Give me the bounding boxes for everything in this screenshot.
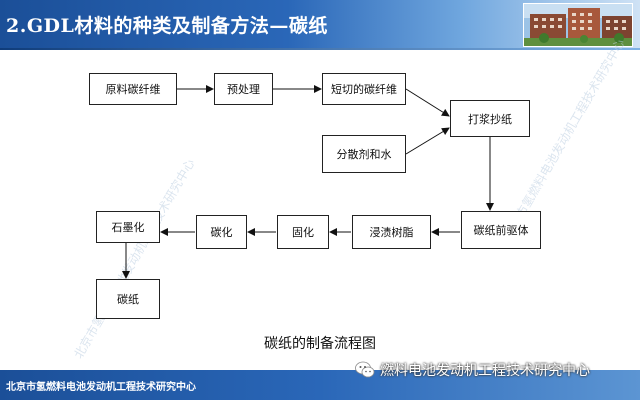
- node-chopped-carbon-fiber: 短切的碳纤维: [322, 73, 406, 105]
- node-dispersant-water: 分散剂和水: [322, 135, 406, 173]
- footer-organization: 北京市氢燃料电池发动机工程技术研究中心: [6, 382, 196, 393]
- footer-bar: 北京市氢燃料电池发动机工程技术研究中心: [0, 370, 640, 400]
- wechat-account-label: 燃料电池发动机工程技术研究中心: [355, 358, 590, 382]
- campus-building-photo: [523, 3, 633, 47]
- node-carbon-paper-precursor: 碳纸前驱体: [461, 211, 541, 249]
- arrow-chopped-to-slurry: [405, 88, 450, 117]
- slide-title: 2.GDL材料的种类及制备方法—碳纸: [6, 15, 328, 37]
- node-carbonization: 碳化: [196, 215, 247, 249]
- flowchart: 原料碳纤维 预处理 短切的碳纤维 分散剂和水 打浆抄纸 碳纸前驱体 浸渍树脂 固…: [0, 50, 640, 360]
- node-pretreatment: 预处理: [214, 73, 273, 105]
- node-carbon-paper: 碳纸: [96, 279, 160, 319]
- node-graphitization: 石墨化: [96, 211, 160, 243]
- diagram-caption: 碳纸的制备流程图: [264, 336, 376, 352]
- wechat-account-name: 燃料电池发动机工程技术研究中心: [380, 363, 590, 379]
- flowchart-connectors: [122, 85, 494, 279]
- node-curing: 固化: [277, 215, 329, 249]
- title-bar: 2.GDL材料的种类及制备方法—碳纸: [0, 0, 640, 48]
- wechat-icon: [355, 361, 375, 379]
- title-underline: [0, 48, 640, 50]
- node-slurry-papermaking: 打浆抄纸: [450, 100, 530, 137]
- arrow-dispersant-to-slurry: [405, 127, 450, 155]
- node-resin-impregnation: 浸渍树脂: [352, 215, 431, 249]
- node-raw-carbon-fiber: 原料碳纤维: [89, 73, 177, 105]
